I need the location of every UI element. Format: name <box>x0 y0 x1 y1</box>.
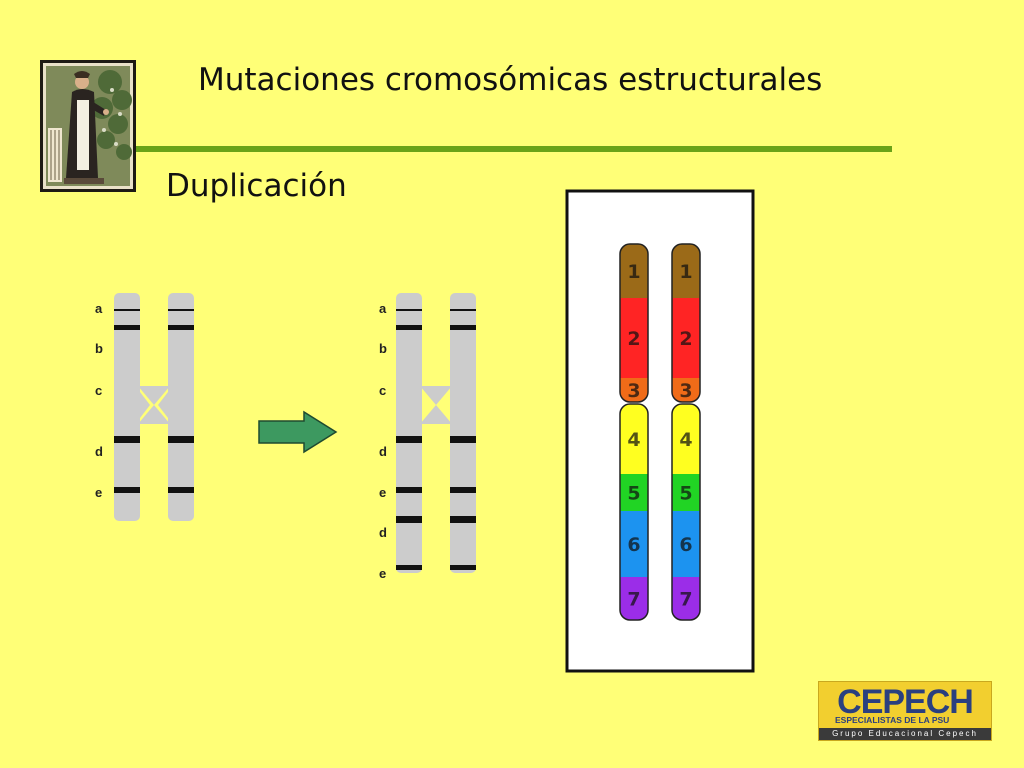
chromosome-band-3 <box>672 378 700 402</box>
band-number-label: 5 <box>679 483 692 505</box>
centromere <box>420 386 452 424</box>
gene-label: c <box>95 383 102 398</box>
chromosome-band-2 <box>672 298 700 378</box>
band-d <box>114 436 140 443</box>
portrait-illustration <box>40 60 136 192</box>
band-e <box>396 487 422 493</box>
chromosome-band-2 <box>620 298 648 378</box>
band-number-label: 1 <box>627 261 640 283</box>
gene-label: c <box>379 383 386 398</box>
gene-label: d <box>95 444 103 459</box>
band-b <box>114 325 140 330</box>
chromosome-band-3 <box>620 378 648 402</box>
chromosome-band-6 <box>620 511 648 577</box>
chromatid-left <box>114 293 140 521</box>
logo-wordmark: CEPECH <box>837 683 974 721</box>
chromosome-band-5 <box>672 474 700 511</box>
band-e-duplicate <box>396 565 422 570</box>
gene-label: e <box>95 485 102 500</box>
chromosome-band-1 <box>672 244 700 298</box>
title-divider <box>136 146 892 152</box>
gene-label: a <box>95 301 103 316</box>
chromosome-arm-outline <box>671 243 701 403</box>
cepech-logo: CEPECH ESPECIALISTAS DE LA PSU Grupo Edu… <box>818 681 992 741</box>
band-number-label: 3 <box>627 380 640 402</box>
gene-label: b <box>95 341 103 356</box>
logo-group-bar: Grupo Educacional Cepech <box>819 728 991 740</box>
band-a <box>114 309 140 311</box>
slide-subtitle: Duplicación <box>166 168 347 204</box>
chromatid-right <box>450 293 476 573</box>
band-number-label: 6 <box>627 534 640 556</box>
band-number-label: 4 <box>627 429 640 451</box>
chromatid-left <box>396 293 422 573</box>
chromatid-right <box>168 293 194 521</box>
chromosome-arm-outline <box>671 403 701 621</box>
band-number-label: 2 <box>627 328 640 350</box>
logo-tagline: ESPECIALISTAS DE LA PSU <box>835 715 950 725</box>
chromosome-arm-outline <box>619 403 649 621</box>
band-number-label: 4 <box>679 429 692 451</box>
band-number-label: 5 <box>627 483 640 505</box>
band-number-label: 2 <box>679 328 692 350</box>
band-number-label: 7 <box>627 589 640 611</box>
chromosome-band-6 <box>672 511 700 577</box>
band-number-label: 6 <box>679 534 692 556</box>
band-number-label: 1 <box>679 261 692 283</box>
chromosome-band-7 <box>620 577 648 620</box>
band-e <box>114 487 140 493</box>
chromosome-arm-outline <box>619 243 649 403</box>
gene-label: e <box>379 485 386 500</box>
band-number-label: 3 <box>679 380 692 402</box>
band-number-label: 7 <box>679 589 692 611</box>
banded-chromosome-right: 1 2 3 4 5 6 7 <box>671 243 701 621</box>
gene-label: d <box>379 525 387 540</box>
original-chromosome: a b c d e <box>95 293 194 521</box>
transformation-arrow <box>258 410 338 454</box>
chromosome-band-4 <box>620 404 648 474</box>
duplicated-chromosome: a b c d e d e <box>379 293 476 581</box>
gene-label: a <box>379 301 387 316</box>
banded-chromosome-panel <box>565 189 755 673</box>
centromere <box>138 386 170 424</box>
chromosome-band-7 <box>672 577 700 620</box>
chromosome-band-1 <box>620 244 648 298</box>
band-a <box>396 309 422 311</box>
band-d <box>396 436 422 443</box>
gene-label: b <box>379 341 387 356</box>
band-d-duplicate <box>396 516 422 523</box>
band-b <box>396 325 422 330</box>
gene-label: d <box>379 444 387 459</box>
chromosome-band-5 <box>620 474 648 511</box>
banded-chromosome-left: 1 2 3 4 5 6 7 <box>619 243 649 621</box>
slide-title: Mutaciones cromosómicas estructurales <box>198 62 823 98</box>
gene-label: e <box>379 566 386 581</box>
chromosome-band-4 <box>672 404 700 474</box>
